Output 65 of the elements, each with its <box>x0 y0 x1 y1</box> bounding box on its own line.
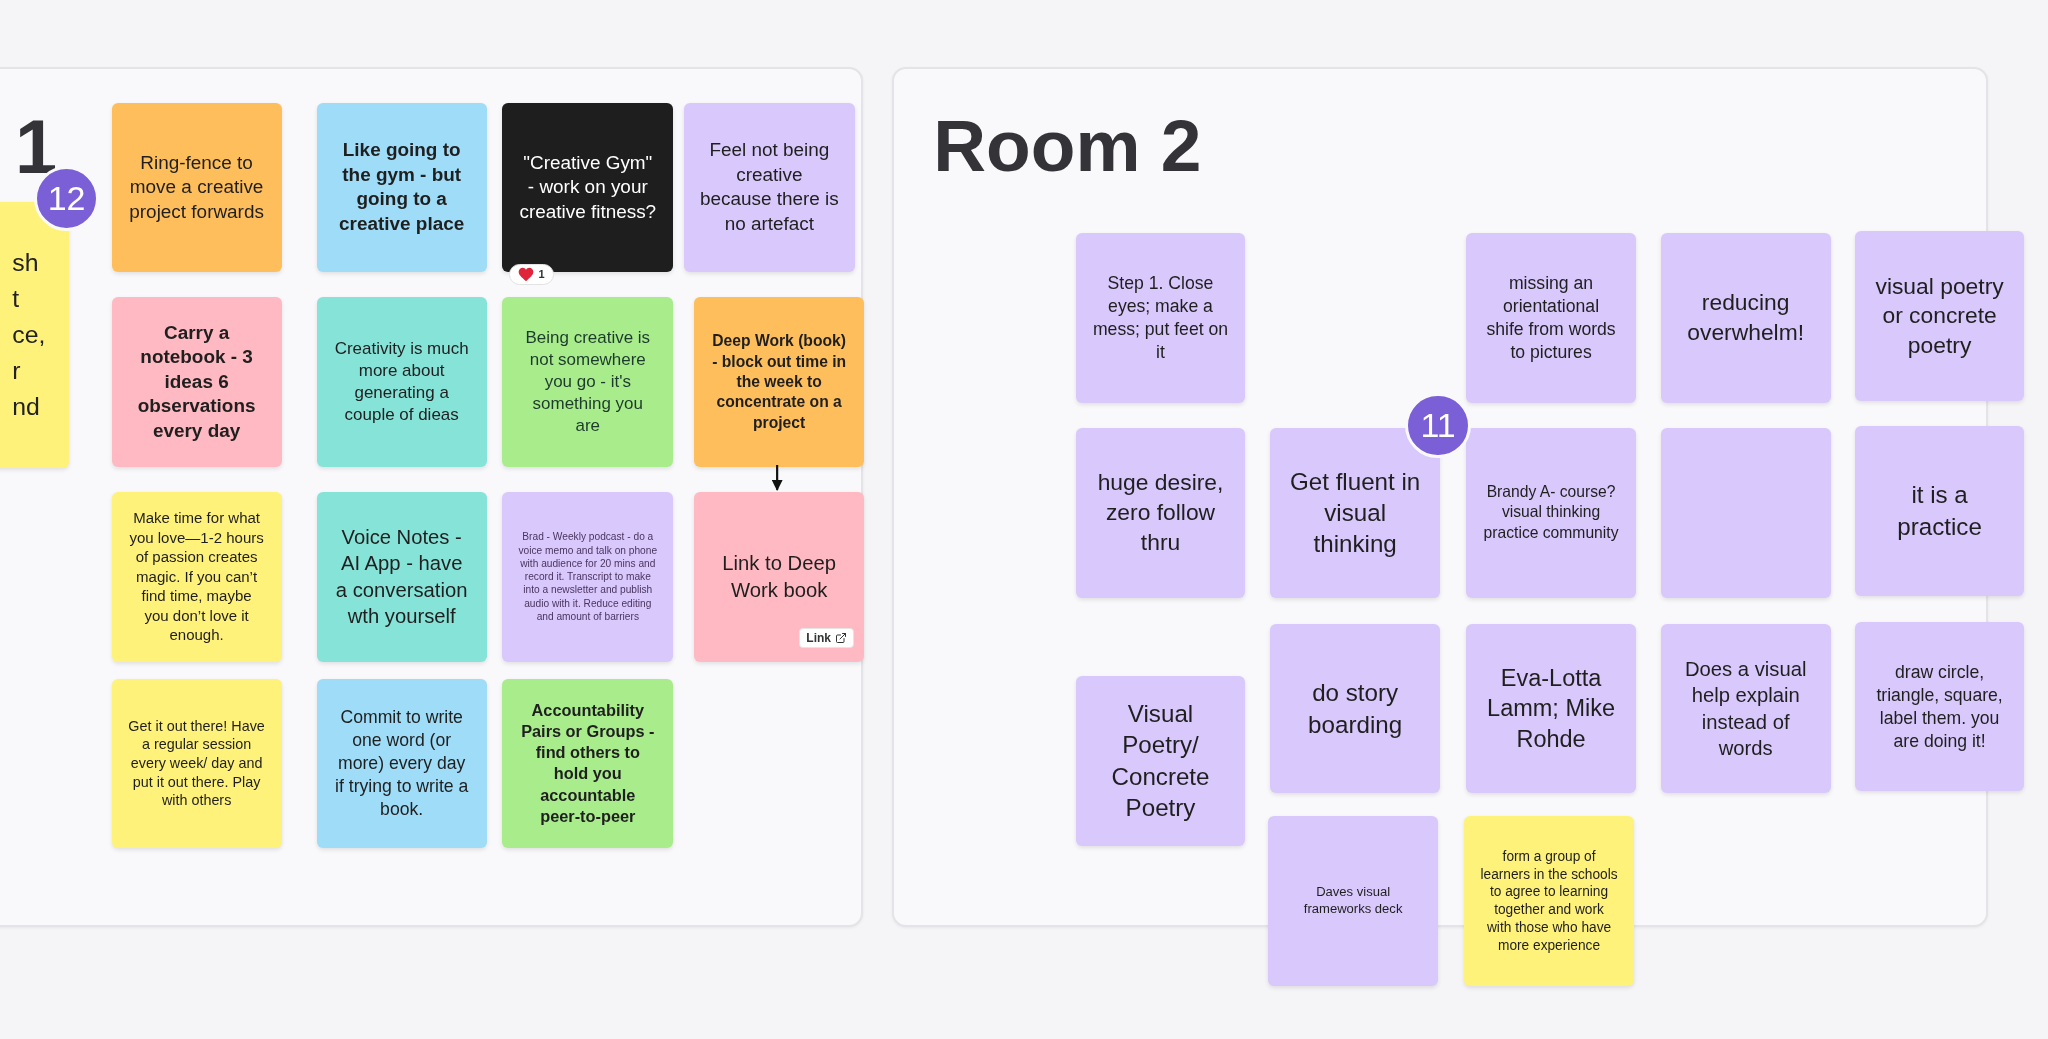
sticky-note <box>502 678 674 849</box>
sticky-note <box>1466 623 1636 794</box>
sticky-note <box>111 491 282 662</box>
sticky-note <box>316 102 487 273</box>
note-text: Brandy A- course? visual thinking practice community <box>1482 482 1620 543</box>
note-text: Get fluent in visual thinking <box>1289 466 1422 560</box>
sticky-note <box>1075 233 1246 403</box>
note-text: do story boarding <box>1307 678 1404 740</box>
note-text: Ring-fence to move a creative project forwards <box>128 150 265 224</box>
note-text: Does a visual help explain instead of words <box>1683 656 1808 761</box>
room-title: Room 2 <box>933 109 1202 183</box>
sticky-note <box>1854 621 2025 792</box>
note-text: Make time for what you love—1-2 hours of passion creates magic. If you can’t find time, maybe you don’t love it enough. <box>128 508 265 645</box>
note-text: "Creative Gym" - work on your creative fitness? <box>518 150 658 224</box>
sticky-note <box>1075 427 1246 598</box>
sticky-note <box>316 491 487 662</box>
sticky-note <box>1075 675 1246 846</box>
sticky-note <box>683 102 855 273</box>
note-text: huge desire, zero follow thru <box>1096 468 1225 557</box>
empty-sticky-note <box>1660 427 1831 598</box>
note-text: Eva-Lotta Lamm; Mike Rohde <box>1486 663 1617 754</box>
sticky-note <box>1854 231 2025 401</box>
sticky-note <box>316 297 487 467</box>
sticky-note <box>694 297 865 467</box>
sticky-note <box>1270 623 1440 794</box>
sticky-note <box>111 102 282 273</box>
note-text: it is a practice <box>1896 480 1983 542</box>
link-button: Link <box>799 627 855 648</box>
note-text: Being creative is not somewhere you go - it's something you are <box>524 326 652 438</box>
note-text: Accountability Pairs or Groups - find others to hold you accountable peer-to-peer <box>520 699 656 827</box>
room-frame <box>0 66 864 928</box>
arrow <box>771 465 783 491</box>
note-text: Like going to the gym - but going to a creative place <box>338 138 466 237</box>
sticky-note <box>111 297 282 467</box>
note-text: Carry a notebook - 3 ideas 6 observations every day <box>136 320 257 443</box>
sticky-note <box>1660 623 1831 794</box>
sticky-note <box>694 491 865 662</box>
note-text: form a group of learners in the schools to agree to learning together and work with those who have more experience <box>1480 847 1618 955</box>
note-text: Visual Poetry/ Concrete Poetry <box>1110 699 1211 824</box>
sticky-note <box>1660 233 1831 403</box>
sticky-note <box>1466 427 1636 598</box>
sticky-note <box>316 678 487 849</box>
note-text: Commit to write one word (or more) every day if trying to write a book. <box>334 706 470 821</box>
note-text: Voice Notes - AI App - have a conversation wth yourself <box>334 525 469 629</box>
note-text: Daves visual frameworks deck <box>1302 884 1404 919</box>
note-text: Feel not being creative because there is no artefact <box>699 138 839 237</box>
note-text: Get it out there! Have a regular session every week/ day and put it out there. Play with others <box>127 716 266 811</box>
sticky-note <box>1268 816 1438 987</box>
note-text: missing an orientational shife from words to pictures <box>1485 272 1617 364</box>
note-text: Link to Deep Work book <box>721 551 837 603</box>
sticky-note <box>1466 233 1636 403</box>
reaction-count: 1 <box>538 268 545 281</box>
sticky-note <box>111 678 282 849</box>
note-text: draw circle, triangle, square, label them. you are doing it! <box>1875 660 2004 753</box>
note-text: sh t ce, r nd <box>12 248 46 422</box>
sticky-note <box>1464 816 1634 987</box>
note-text: Step 1. Close eyes; make a mess; put feet on it <box>1091 272 1230 364</box>
sticky-note <box>1854 425 2025 596</box>
note-text: visual poetry or concrete poetry <box>1874 271 2005 360</box>
note-text: Creativity is much more about generating a couple of dieas <box>333 337 470 427</box>
sticky-note <box>502 297 674 467</box>
note-text: Deep Work (book) - block out time in the week to concentrate on a project <box>711 331 848 433</box>
sticky-note <box>502 491 674 662</box>
note-text: Brad - Weekly podcast - do a voice memo and talk on phone with audience for 20 mins and record it. Transcript to make into a newsletter and publish audio with it. Reduce editing and amount of barriers <box>518 530 658 623</box>
note-text: reducing overwhelm! <box>1686 288 1806 348</box>
